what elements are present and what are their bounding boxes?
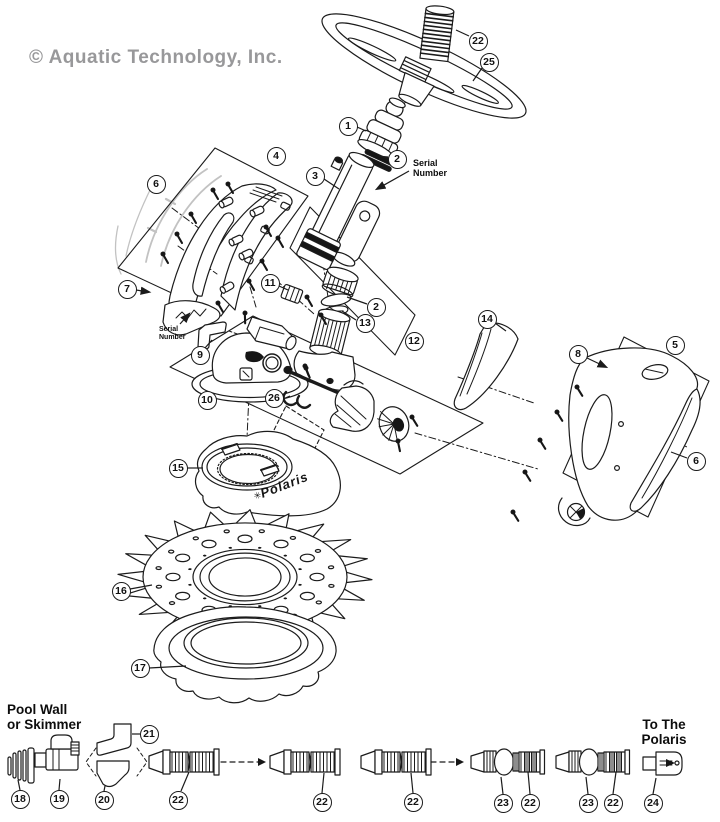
callout-3: 3 — [305, 166, 325, 186]
restrictor-blade — [453, 322, 519, 411]
threaded-stem — [419, 5, 455, 63]
serial-number-top: Serial Number — [413, 158, 448, 178]
callout-25: 25 — [479, 52, 499, 72]
callout-22: 22 — [468, 31, 488, 51]
callout-11: 11 — [260, 273, 280, 293]
callout-18: 18 — [10, 789, 30, 809]
callout-6: 6 — [686, 451, 706, 471]
feed-pipe — [296, 151, 381, 271]
wall-fitting — [7, 747, 35, 784]
callout-22: 22 — [520, 793, 540, 813]
callout-12: 12 — [404, 331, 424, 351]
wear-ring — [153, 606, 337, 704]
callout-15: 15 — [168, 458, 188, 478]
callout-21: 21 — [139, 724, 159, 744]
callout-14: 14 — [477, 309, 497, 329]
callout-1: 1 — [338, 116, 358, 136]
serial-number-left: Serial Number — [159, 326, 186, 341]
callout-7: 7 — [117, 279, 137, 299]
callout-6: 6 — [146, 174, 166, 194]
callout-22: 22 — [168, 790, 188, 810]
callout-2: 2 — [366, 297, 386, 317]
filter-cap — [321, 266, 359, 298]
callout-5: 5 — [665, 335, 685, 355]
callout-23: 23 — [578, 793, 598, 813]
water-management-body — [191, 316, 334, 403]
pool-wall-label: Pool Wall or Skimmer — [7, 702, 82, 732]
retainer-clips — [282, 390, 312, 409]
callout-19: 19 — [49, 789, 69, 809]
callout-8: 8 — [568, 344, 588, 364]
to-the-polaris-label: To The Polaris — [641, 717, 687, 747]
body-shroud — [162, 183, 293, 336]
callout-17: 17 — [130, 658, 150, 678]
polaris-connector — [642, 751, 683, 776]
callout-22: 22 — [312, 792, 332, 812]
wall-valve — [34, 734, 80, 771]
callout-24: 24 — [643, 793, 663, 813]
trim-strip — [629, 388, 701, 512]
callout-9: 9 — [190, 345, 210, 365]
elbow-lower — [96, 760, 130, 788]
turbine-wheel — [377, 406, 410, 442]
callout-26: 26 — [264, 388, 284, 408]
callout-16: 16 — [111, 581, 131, 601]
callout-13: 13 — [355, 313, 375, 333]
sweep-disc — [117, 509, 373, 645]
callout-2: 2 — [387, 149, 407, 169]
callout-10: 10 — [197, 390, 217, 410]
elbow-upper — [96, 723, 132, 756]
callout-22: 22 — [603, 793, 623, 813]
copyright-text: © Aquatic Technology, Inc. — [29, 47, 283, 68]
elbow-bell — [329, 380, 375, 432]
callout-22: 22 — [403, 792, 423, 812]
hose-line — [7, 723, 683, 788]
callout-20: 20 — [94, 790, 114, 810]
wheel-hub — [398, 72, 435, 107]
callout-23: 23 — [493, 793, 513, 813]
callout-4: 4 — [266, 146, 286, 166]
side-panel — [557, 347, 699, 527]
